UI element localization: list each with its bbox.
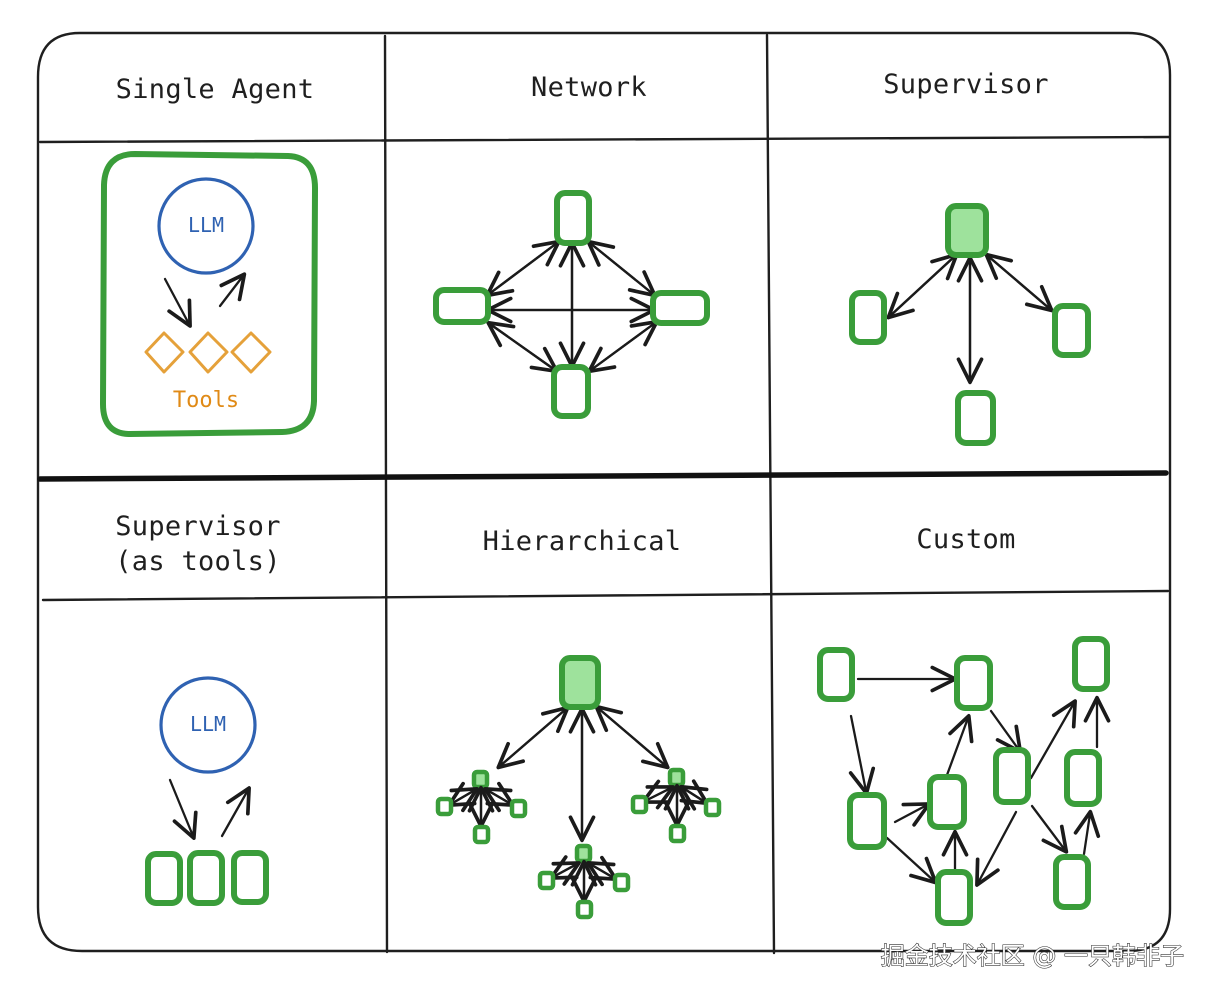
panel-title-network: Network: [531, 72, 647, 103]
tool-diamond-1: [144, 331, 185, 374]
network-arrow-left-top: [487, 239, 561, 296]
custom-node-f: [1072, 636, 1110, 692]
network-node-right: [650, 290, 710, 326]
custom-edge-e-f: [1029, 699, 1077, 780]
single-agent-panel: Single Agent LLM Tools: [100, 74, 318, 437]
team-left-edge-right-return: [483, 787, 513, 813]
custom-panel: Custom: [817, 524, 1111, 926]
llm-label: LLM: [190, 712, 226, 736]
network-panel: Network: [433, 72, 710, 419]
custom-edge-e-g: [975, 810, 1018, 887]
team-bottom-worker-1: [537, 870, 556, 891]
tool-diamond-3: [230, 331, 272, 374]
custom-edge-i-h: [1073, 809, 1101, 856]
custom-node-e: [993, 747, 1031, 805]
hierarchy-arrow-from-right-team: [594, 704, 668, 768]
outer-frame: [36, 31, 1172, 955]
team-left-edge-left-return: [449, 787, 479, 813]
team-left-worker-2: [509, 798, 528, 819]
team-bottom: [537, 843, 631, 920]
network-node-left: [433, 287, 491, 325]
custom-node-a: [817, 647, 855, 702]
tool-diamond-2: [188, 331, 229, 374]
team-bottom-worker-2: [612, 872, 631, 893]
team-right-edge-left-return: [643, 785, 675, 810]
tools-label: Tools: [173, 388, 239, 413]
team-bottom-supervisor: [574, 843, 593, 864]
custom-edge-c-g: [885, 836, 938, 885]
custom-node-h: [1064, 749, 1102, 807]
team-right-supervisor: [667, 767, 686, 788]
worker-node-left: [849, 290, 887, 345]
tool-agent-node-3: [231, 850, 269, 905]
team-right: [630, 767, 722, 844]
custom-node-d: [927, 774, 967, 830]
arrow-up: [220, 786, 251, 838]
team-right-worker-2: [703, 797, 722, 818]
watermark-text: 掘金技术社区 @ 一只韩非子: [881, 942, 1184, 970]
network-arrow-bottom-right: [589, 319, 659, 372]
custom-edge-c-d: [893, 802, 931, 827]
team-left: [435, 769, 528, 845]
hierarchy-top-supervisor: [559, 655, 601, 710]
llm-label: LLM: [188, 213, 224, 237]
arrow-up: [218, 272, 247, 308]
network-arrow-bottom-left: [486, 320, 557, 372]
tool-agent-node-2: [187, 850, 225, 906]
supervisor-panel: Supervisor: [849, 69, 1091, 446]
panel-title-supervisor-as-tools-line-2: (as tools): [115, 546, 281, 577]
custom-node-b: [954, 655, 993, 711]
arrow-down: [163, 277, 192, 328]
custom-edge-d-b: [945, 714, 974, 777]
custom-node-g: [935, 869, 973, 926]
custom-edge-e-i: [1030, 804, 1069, 854]
llm-circle: [159, 676, 257, 774]
team-left-worker-1: [435, 796, 454, 817]
supervisor-node: [945, 203, 989, 258]
custom-edge-a-c: [848, 714, 876, 796]
hierarchical-panel: Hierarchical: [435, 526, 722, 920]
supervisor-arrow-from-right: [984, 252, 1052, 311]
agent-box: [100, 151, 318, 437]
team-left-supervisor: [471, 769, 490, 790]
arrow-down: [168, 778, 198, 840]
panel-title-hierarchical: Hierarchical: [483, 526, 682, 557]
team-right-worker-1: [630, 794, 649, 815]
panel-title-custom: Custom: [916, 524, 1015, 555]
custom-edge-b-e: [989, 709, 1023, 754]
team-right-worker-3: [668, 823, 687, 844]
llm-circle: [157, 177, 255, 275]
hierarchy-arrow-from-left-team: [498, 705, 570, 768]
network-arrow-right-top: [586, 239, 655, 296]
custom-node-c: [847, 792, 887, 850]
team-bottom-edge-left-return: [551, 861, 581, 886]
team-bottom-worker-3: [575, 899, 594, 920]
tool-agent-node-1: [145, 851, 183, 906]
team-right-edge-right-return: [679, 784, 709, 811]
panel-title-single-agent: Single Agent: [116, 74, 315, 105]
worker-node-right: [1052, 303, 1091, 358]
supervisor-arrow-from-left: [888, 252, 959, 318]
panel-title-supervisor-as-tools-line-1: Supervisor: [115, 511, 281, 542]
network-node-bottom: [551, 364, 591, 419]
custom-node-i: [1053, 854, 1091, 910]
network-node-top: [554, 190, 592, 246]
team-left-worker-3: [472, 824, 491, 845]
team-bottom-edge-right-return: [586, 861, 616, 887]
panel-title-supervisor: Supervisor: [883, 69, 1049, 100]
supervisor-as-tools-panel: Supervisor (as tools) LLM: [115, 511, 281, 906]
worker-node-bottom: [955, 390, 996, 446]
